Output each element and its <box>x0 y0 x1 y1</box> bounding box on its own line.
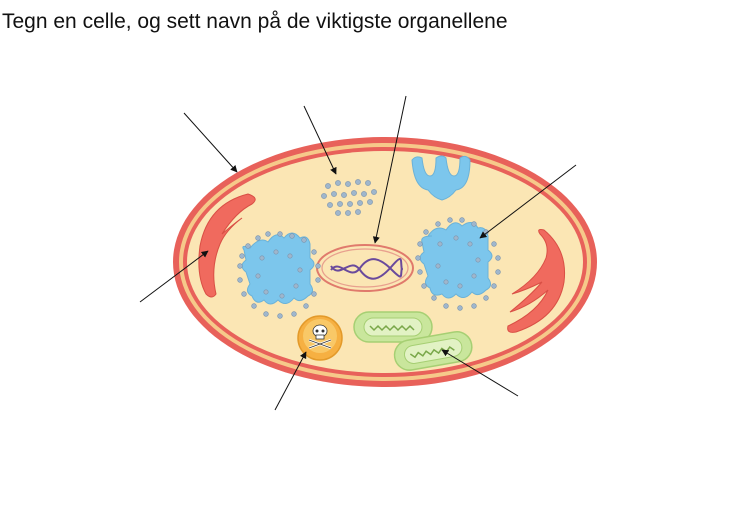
arrow-ribosomes <box>303 105 337 175</box>
nucleus <box>316 244 414 292</box>
arrow-rough-er <box>479 164 577 239</box>
arrow-lysosome <box>274 351 307 411</box>
slide-title: Tegn en celle, og sett navn på de viktig… <box>2 10 508 33</box>
arrow-cell-membrane <box>183 112 238 173</box>
ribosome-cluster <box>321 179 377 216</box>
arrow-plastid <box>441 349 519 397</box>
golgi-apparatus <box>411 155 471 201</box>
arrow-nucleus <box>372 95 407 244</box>
skull-icon <box>308 324 332 350</box>
mitochondrion-left <box>198 193 256 298</box>
rough-er-left <box>237 231 321 319</box>
label-arrows <box>139 95 577 411</box>
plastid-1 <box>353 311 433 343</box>
mitochondrion-right <box>507 229 566 333</box>
arrow-mitochondrion <box>139 250 209 303</box>
plastid-2 <box>393 331 473 371</box>
lysosome <box>297 315 343 361</box>
rough-er-right <box>415 217 501 311</box>
